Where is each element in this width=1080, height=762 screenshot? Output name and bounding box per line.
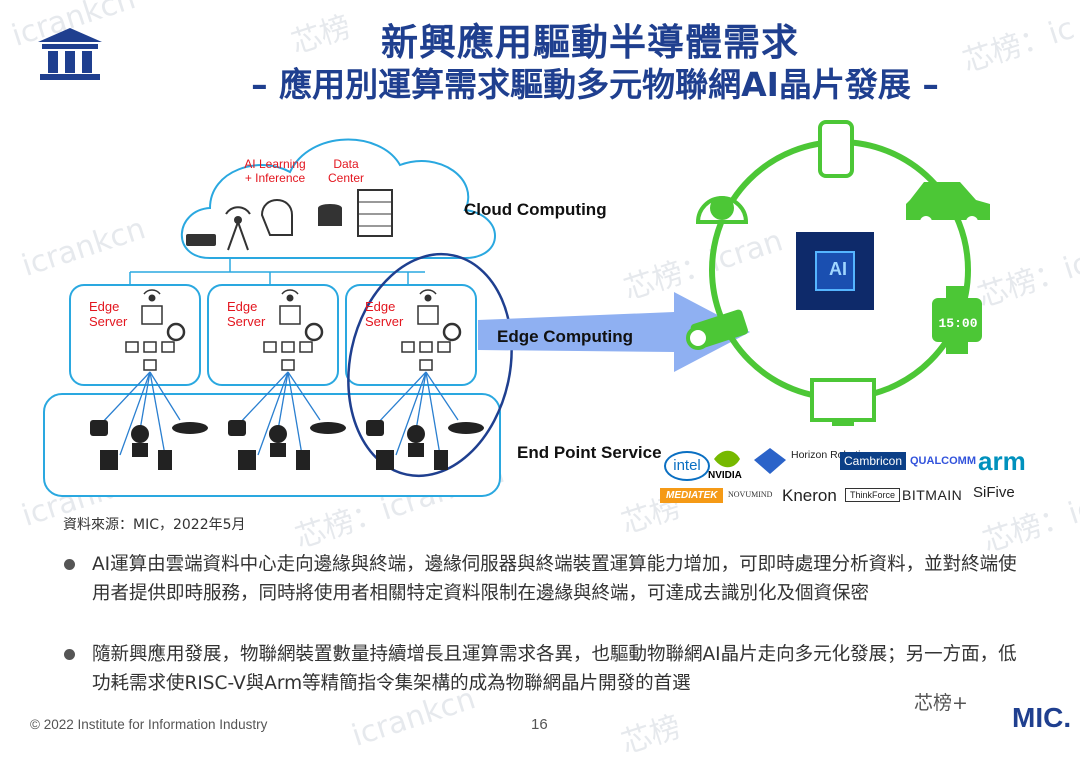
edge-computing-label: Edge Computing xyxy=(497,327,633,346)
watermark: 芯榜 xyxy=(617,709,686,762)
device-ring xyxy=(686,120,990,426)
horizon-robotics-logo: Horizon Robotics xyxy=(791,449,871,461)
qualcomm-logo: QUALCOMM xyxy=(910,455,976,467)
ai-learning-label: AI Learning + Inference xyxy=(244,157,306,185)
bullet-text: AI運算由雲端資料中心走向邊緣與終端，邊緣伺服器與終端裝置運算能力增加，可即時處… xyxy=(92,554,1017,604)
bullet-item: AI運算由雲端資料中心走向邊緣與終端，邊緣伺服器與終端裝置運算能力增加，可即時處… xyxy=(60,550,1020,608)
page-title: 新興應用驅動半導體需求 xyxy=(381,21,799,64)
arm-logo: arm xyxy=(978,446,1026,476)
copyright: © 2022 Institute for Information Industr… xyxy=(30,717,268,732)
data-center-label: Data Center xyxy=(327,157,365,185)
novumind-logo: NOVUMIND xyxy=(728,490,773,499)
bitmain-logo: BITMAIN xyxy=(902,487,963,503)
edge-server-label: Edge Server xyxy=(89,299,128,329)
bullet-dot-icon xyxy=(64,559,75,570)
bullet-text: 隨新興應用發展，物聯網裝置數量持續增長且運算需求各異，也驅動物聯網AI晶片走向多… xyxy=(92,644,1017,694)
edge-server-label: Edge Server xyxy=(227,299,266,329)
source-note: 資料來源：MIC，2022年5月 xyxy=(63,517,246,533)
end-point-label: End Point Service xyxy=(517,443,662,462)
nvidia-logo: NVIDIA xyxy=(708,470,742,481)
cambricon-logo: Cambricon xyxy=(840,452,907,470)
kneron-logo: Kneron xyxy=(782,486,837,505)
intel-logo: intel xyxy=(664,451,710,481)
arrow-shape xyxy=(478,292,750,372)
page-number: 16 xyxy=(531,716,548,733)
wechat-tag: 芯榜+ xyxy=(914,692,968,714)
bullet-item: 隨新興應用發展，物聯網裝置數量持續增長且運算需求各異，也驅動物聯網AI晶片走向多… xyxy=(60,640,1020,698)
watch-display: 15:00 xyxy=(938,316,978,331)
edge-server-label: Edge Server xyxy=(365,299,404,329)
institution-logo-icon xyxy=(38,28,102,80)
horizon-robotics-icon xyxy=(754,448,786,474)
nvidia-eye-icon xyxy=(714,450,740,468)
mediatek-logo: MEDIATEK xyxy=(660,488,724,503)
ai-chip-label: AI xyxy=(829,259,847,279)
edge-cloud-diagram xyxy=(43,138,513,497)
thinkforce-logo: ThinkForce xyxy=(845,488,901,502)
cloud-computing-label: Cloud Computing xyxy=(464,200,607,219)
sifive-logo: SiFive xyxy=(973,484,1015,501)
bullet-dot-icon xyxy=(64,649,75,660)
mic-logo: MIC. xyxy=(1012,702,1072,733)
page-subtitle: – 應用別運算需求驅動多元物聯網AI晶片發展 – xyxy=(251,65,939,104)
